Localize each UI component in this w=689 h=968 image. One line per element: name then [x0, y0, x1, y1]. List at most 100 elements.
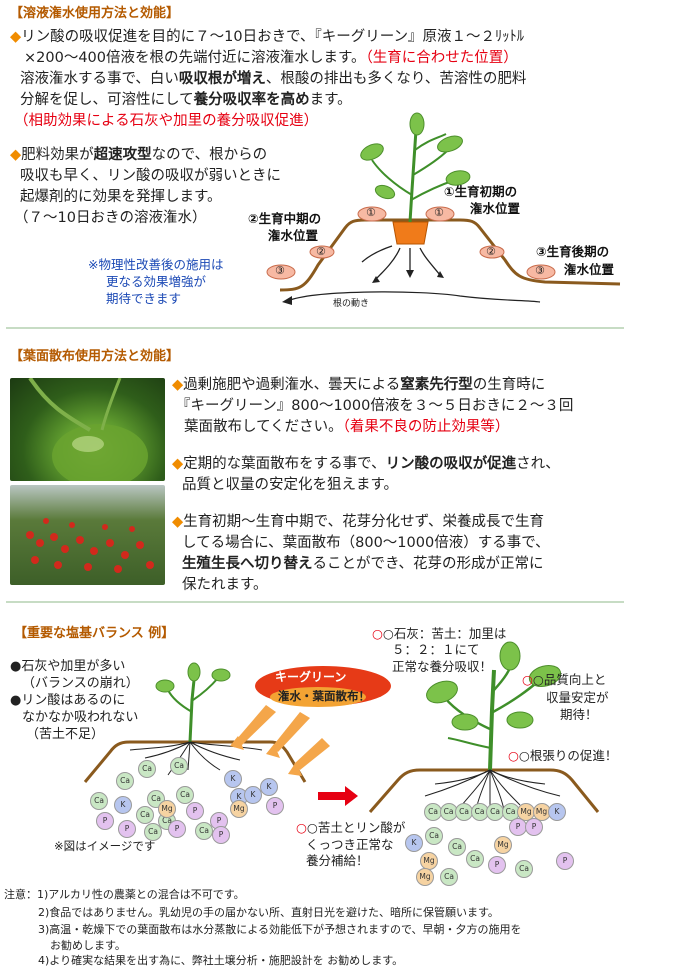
nutrient-ball-p: P: [96, 812, 114, 830]
nutrient-ball-k: K: [224, 770, 242, 788]
nutrient-ball-k: K: [260, 778, 278, 796]
root-movement-arrow: [289, 291, 541, 303]
oval-text-line1: キーグリーン: [275, 670, 347, 684]
leaf: [360, 143, 384, 161]
nutrient-ball-p: P: [118, 820, 136, 838]
section1-paragraph1-line1: ◆リン酸の吸収促進を目的に７～10日おきで、『キーグリーン』原液１～２ﾘｯﾄﾙ: [10, 29, 525, 45]
right-soil-line: [368, 768, 600, 813]
section1-paragraph1-line3: 溶液潅水する事で、白い吸収根が増え、根酸の排出も多くなり、苦溶性の肥料: [20, 71, 527, 87]
marker-2-right: ②: [486, 245, 496, 258]
diamond-bullet-icon: ◆: [172, 456, 184, 472]
section3-heading: 【重要な塩基バランス 例】: [14, 626, 175, 641]
nutrient-ball-mg: Mg: [416, 868, 434, 886]
section1-paragraph1-line4: 分解を促し、可溶性にして養分吸収率を高めます。: [20, 92, 352, 108]
right-bottom-line2: くっつき正常な: [306, 837, 394, 852]
nutrient-ball-ca: Ca: [144, 823, 162, 841]
nutrient-ball-ca: Ca: [425, 827, 443, 845]
label-mid-position-line2: 潅水位置: [268, 228, 319, 243]
diamond-bullet-icon: ◆: [172, 377, 184, 393]
section1-paragraph1-line2: ×200～400倍液を根の先端付近に溶液潅水します。（生育に合わせた位置）: [24, 50, 518, 66]
note-3-line2: お勧めします。: [50, 939, 126, 952]
section2-bullet3-line4: 保たれます。: [182, 577, 268, 593]
root-growth-arrows: [361, 245, 441, 281]
oval-text-line2: 潅水・葉面散布！: [278, 689, 370, 703]
right-top-line1: ○○石灰：苦土：加里は: [372, 626, 507, 641]
left-soil-line: [83, 740, 307, 783]
right-bottom-line3: 養分補給！: [306, 853, 369, 868]
nutrient-ball-mg: Mg: [420, 852, 438, 870]
leaf: [374, 184, 396, 200]
irrigation-position-markers: [266, 206, 556, 280]
leaf: [426, 680, 458, 704]
circle-bullet-icon: ○: [522, 672, 533, 687]
section2-bullet3-line2: してる場合に、葉面散布（800～1000倍液）する事で、: [182, 535, 550, 551]
nutrient-ball-p: P: [186, 802, 204, 820]
left-condition-line3: ●リン酸はあるのに: [10, 693, 126, 708]
nutrient-ball-k: K: [244, 786, 262, 804]
nutrient-ball-ca: Ca: [138, 760, 156, 778]
left-condition-line5: （苦土不足）: [26, 727, 105, 742]
nutrient-ball-p: P: [212, 826, 230, 844]
note-1: 注意：1)アルカリ性の農薬との混合は不可です。: [4, 888, 245, 901]
right-root-text: ○○根張りの促進！: [508, 748, 618, 763]
plant-pot: [392, 221, 429, 245]
diamond-bullet-icon: ◆: [172, 514, 184, 530]
nutrient-ball-p: P: [168, 820, 186, 838]
nutrient-ball-ca: Ca: [455, 803, 473, 821]
transition-arrow: [318, 786, 358, 806]
nutrient-ball-mg: Mg: [158, 800, 176, 818]
left-roots: [129, 741, 263, 776]
nutrient-ball-ca: Ca: [448, 838, 466, 856]
right-quality-line3: 期待！: [560, 707, 598, 722]
nutrient-ball-k: K: [114, 796, 132, 814]
marker-3-left: ③: [275, 264, 285, 277]
nutrient-ball-p: P: [488, 856, 506, 874]
nutrient-ball-ca: Ca: [136, 806, 154, 824]
label-late-position-line1: ③生育後期の: [536, 244, 610, 259]
leaf: [437, 135, 463, 153]
note-2: 2)食品ではありません。乳幼児の手の届かない所、直射日光を避けた、暗所に保管願い…: [38, 906, 499, 919]
nutrient-ball-p: P: [525, 818, 543, 836]
section2-bullet3-line1: ◆生育初期～生育中期で、花芽分化せず、栄養成長で生育: [172, 514, 545, 530]
marker-1-right: ①: [434, 206, 444, 219]
spray-arrows: [230, 705, 330, 776]
left-condition-line4: なかなか吸われない: [22, 710, 139, 725]
nutrient-ball-ca: Ca: [90, 792, 108, 810]
section2-bullet1-line1: ◆過剰施肥や過剰潅水、曇天による窒素先行型の生育時に: [172, 377, 546, 393]
leaf: [409, 112, 425, 136]
right-roots: [424, 769, 561, 811]
right-bottom-line1: ○○苦土とリン酸が: [296, 820, 406, 835]
leaf: [528, 664, 562, 688]
label-late-position-line2: 潅水位置: [564, 262, 615, 277]
diamond-bullet-icon: ◆: [10, 147, 22, 163]
irrigation-diagram: [266, 112, 621, 305]
section2-bullet1-line2: 『キーグリーン』800～1000倍液を３～５日おきに２～３回: [176, 398, 574, 414]
nutrient-ball-ca: Ca: [170, 757, 188, 775]
diamond-bullet-icon: ◆: [10, 29, 22, 45]
section-divider: [6, 327, 624, 329]
nutrient-ball-p: P: [266, 797, 284, 815]
circle-bullet-icon: ○: [296, 820, 307, 835]
section1-paragraph2-line2: 吸収も早く、リン酸の吸収が弱いときに: [20, 168, 281, 184]
nutrient-ball-ca: Ca: [116, 772, 134, 790]
leaf: [451, 713, 479, 731]
right-top-line2: ５：２：１にて: [392, 642, 480, 657]
marker-2-left: ②: [316, 245, 326, 258]
right-quality-line1: ○○品質向上と: [522, 672, 607, 687]
soil-surface-line: [279, 218, 621, 292]
nutrient-ball-k: K: [548, 803, 566, 821]
leaf: [187, 662, 201, 682]
left-condition-line2: （バランスの崩れ）: [22, 676, 139, 691]
diagram-note-line3: 期待できます: [106, 291, 182, 306]
nutrient-ball-ca: Ca: [440, 868, 458, 886]
marker-3-right: ③: [535, 264, 545, 277]
label-early-position-line1: ①生育初期の: [444, 184, 518, 199]
section2-bullet3-line3: 生殖生長へ切り替えることができ、花芽の形成が正常に: [182, 556, 544, 572]
section2-heading: 【葉面散布使用方法と効能】: [10, 349, 180, 364]
leaf: [506, 711, 534, 729]
circle-bullet-icon: ○: [372, 626, 383, 641]
diagram-note-line2: 更なる効果増強が: [106, 274, 207, 289]
nutrient-ball-ca: Ca: [515, 860, 533, 878]
section-divider: [6, 601, 624, 603]
